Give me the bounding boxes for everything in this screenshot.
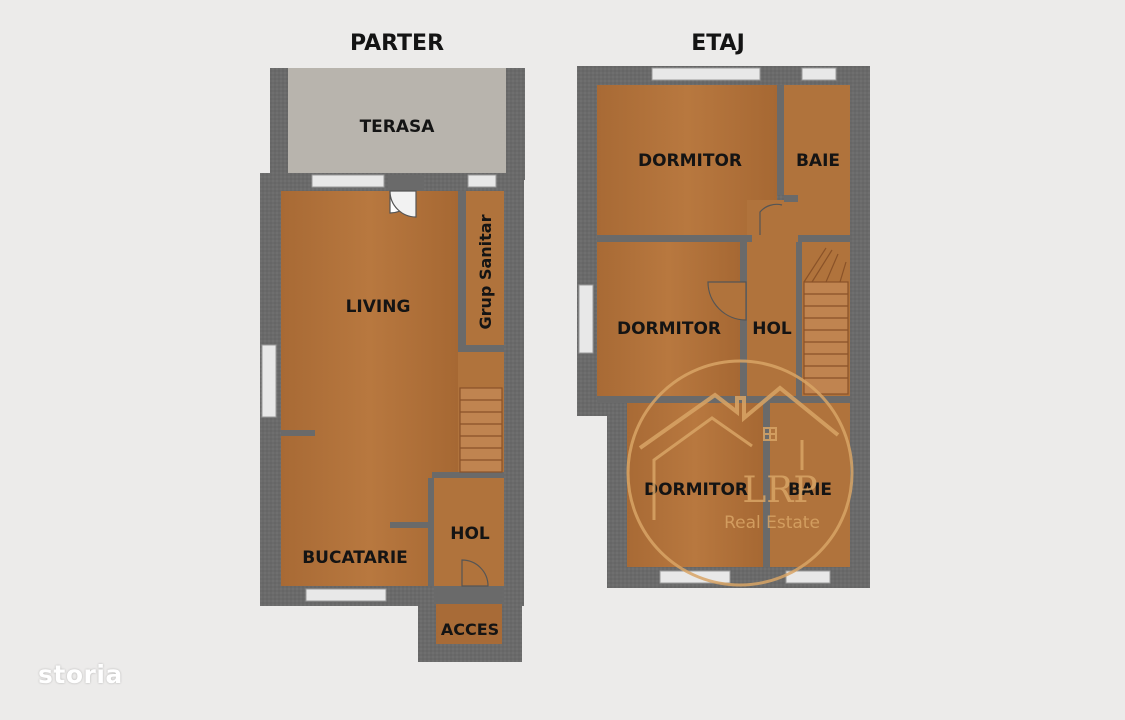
room-label-dormitor-2: DORMITOR (617, 319, 721, 339)
hol-wall-top (432, 472, 504, 478)
stairs-etaj (803, 247, 849, 395)
watermark-house-roof-icon (638, 385, 840, 450)
room-label-living: LIVING (346, 297, 411, 317)
room-label-dormitor-1: DORMITOR (638, 151, 742, 171)
lrp-watermark-logo: LRP Real Estate (626, 359, 854, 587)
acces-wall-top (434, 586, 504, 604)
window-dormitor-1 (651, 67, 761, 81)
window-left-living (261, 344, 277, 418)
hol-wall-left (428, 478, 434, 586)
wall-dorm3-baie2 (763, 403, 770, 567)
living-wall-stub (281, 430, 315, 436)
watermark-circle (626, 359, 854, 587)
watermark-company-name: Real Estate (724, 513, 820, 533)
door-acces (461, 559, 489, 587)
window-dormitor-2 (578, 284, 594, 354)
stairs-parter (459, 387, 503, 473)
room-label-grup-sanitar: Grup Sanitar (476, 214, 495, 329)
watermark-house-frame-icon (652, 416, 804, 520)
window-bottom-kitchen (305, 588, 387, 602)
kitchen-counter-wall (390, 522, 430, 528)
baie-2-floor (770, 403, 850, 567)
terrace-floor (288, 68, 506, 174)
watermark-initials: LRP (742, 470, 817, 511)
wall-baie1-left-step (784, 195, 798, 202)
wall-dorm1-bottom (597, 235, 752, 242)
wall-hol-stairs (796, 242, 802, 396)
acces-floor (436, 604, 502, 644)
floor-title-parter: PARTER (350, 31, 444, 56)
wall-baie1-bottom (798, 235, 850, 242)
room-label-terasa: TERASA (360, 117, 436, 137)
door-terrace-swing (389, 190, 417, 218)
wall-dorm1-baie (777, 85, 784, 195)
window-top-sanitar (467, 174, 497, 188)
floor-title-etaj: ETAJ (691, 31, 745, 56)
window-top-living (311, 174, 385, 188)
sanitar-wall-left (458, 191, 466, 351)
window-baie-1 (801, 67, 837, 81)
storia-brand-logo: storia (38, 660, 123, 689)
room-label-baie-2: BAIE (788, 480, 832, 500)
door-dormitor-1 (759, 203, 783, 235)
grup-sanitar-floor (466, 191, 504, 345)
door-dormitor-2 (707, 281, 747, 321)
dormitor-2-floor (597, 242, 740, 396)
sanitar-wall-bottom (458, 345, 504, 352)
window-baie-2 (785, 570, 831, 584)
room-label-baie-1: BAIE (796, 151, 840, 171)
room-label-acces: ACCES (441, 620, 499, 639)
room-label-hol-parter: HOL (450, 524, 490, 544)
parter-plan: TERASA LIVING Grup Sanitar BUCATARIE HOL… (260, 68, 525, 662)
room-label-bucatarie: BUCATARIE (302, 548, 408, 568)
room-label-hol-etaj: HOL (752, 319, 792, 339)
room-label-dormitor-3: DORMITOR (644, 480, 748, 500)
etaj-plan: DORMITOR BAIE DORMITOR HOL DORMITOR BAIE (577, 66, 870, 588)
